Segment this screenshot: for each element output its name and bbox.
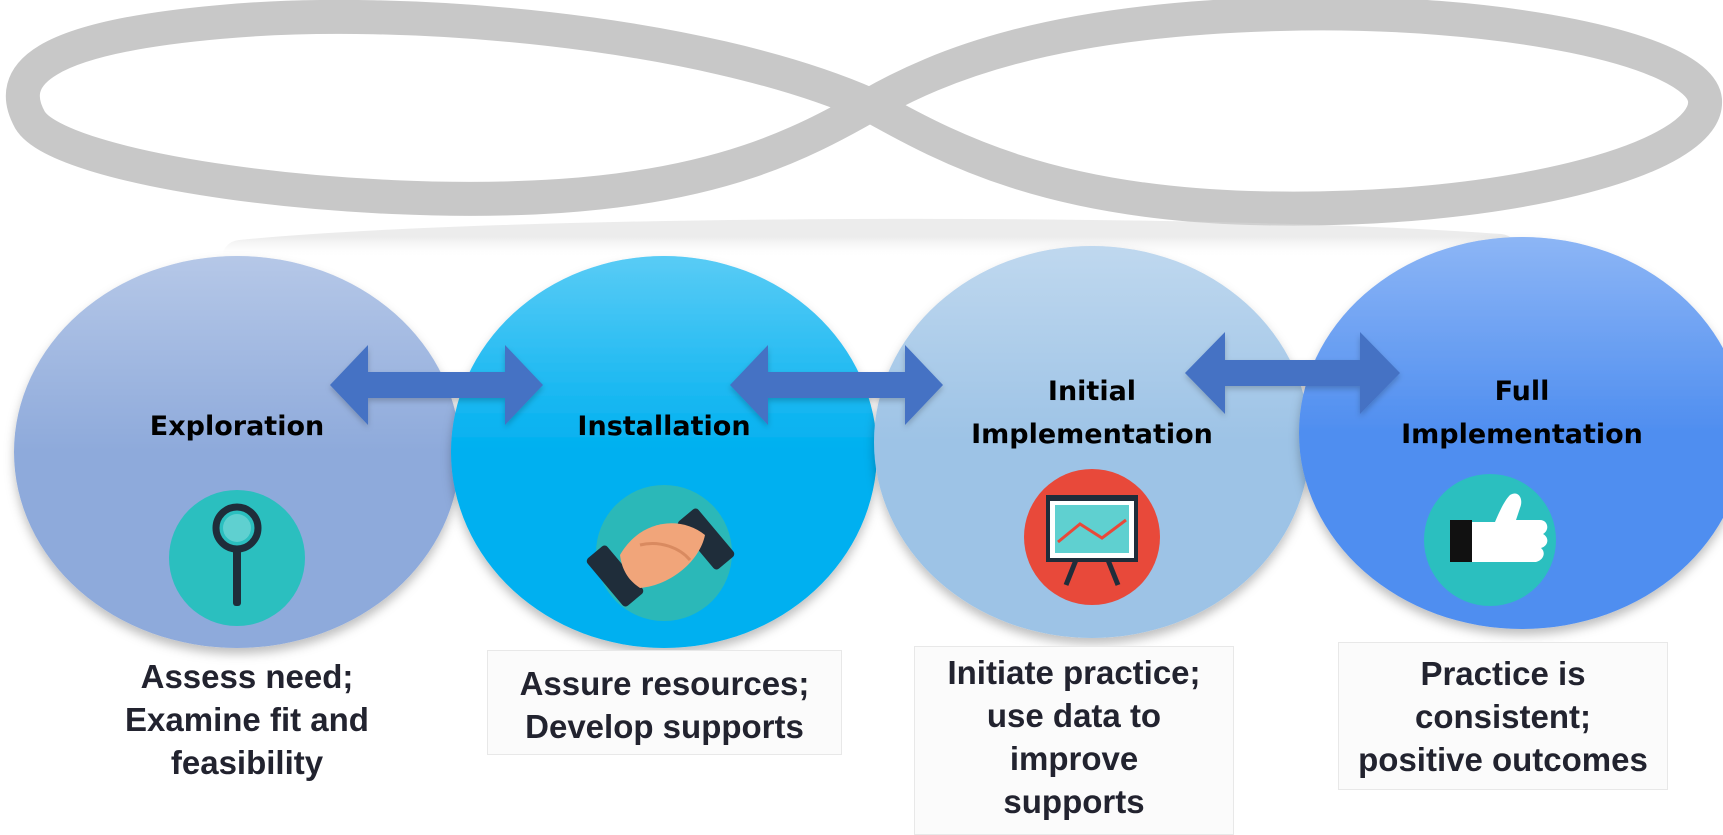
- thumbs-up-icon: [1424, 474, 1556, 606]
- stage-circle-initial-implementation: [874, 246, 1310, 638]
- stage-description-full-implementation: Practice is consistent; positive outcome…: [1338, 642, 1668, 790]
- stage-description-installation: Assure resources; Develop supports: [487, 650, 842, 755]
- infinity-loop-icon: [5, 0, 1722, 276]
- handshake-icon: [586, 485, 735, 621]
- stage-title-exploration: Exploration: [149, 411, 325, 442]
- double-arrow-icon: [730, 345, 943, 425]
- stage-circle-installation: [451, 256, 877, 648]
- stage-title-installation: Installation: [577, 411, 751, 442]
- stage-description-exploration: Assess need; Examine fit and feasibility: [125, 658, 369, 781]
- magnifier-icon: [169, 490, 305, 626]
- stage-circle-full-implementation: [1299, 237, 1723, 629]
- stage-description-initial-implementation: Initiate practice; use data to improve s…: [914, 646, 1234, 835]
- stage-title-initial-implementation: Initial Implementation: [971, 376, 1213, 450]
- double-arrow-icon: [1185, 332, 1400, 414]
- stage-title-full-implementation: Full Implementation: [1401, 376, 1643, 450]
- stage-circle-exploration: [14, 256, 460, 648]
- double-arrow-icon: [330, 345, 543, 425]
- presentation-chart-icon: [1024, 469, 1160, 605]
